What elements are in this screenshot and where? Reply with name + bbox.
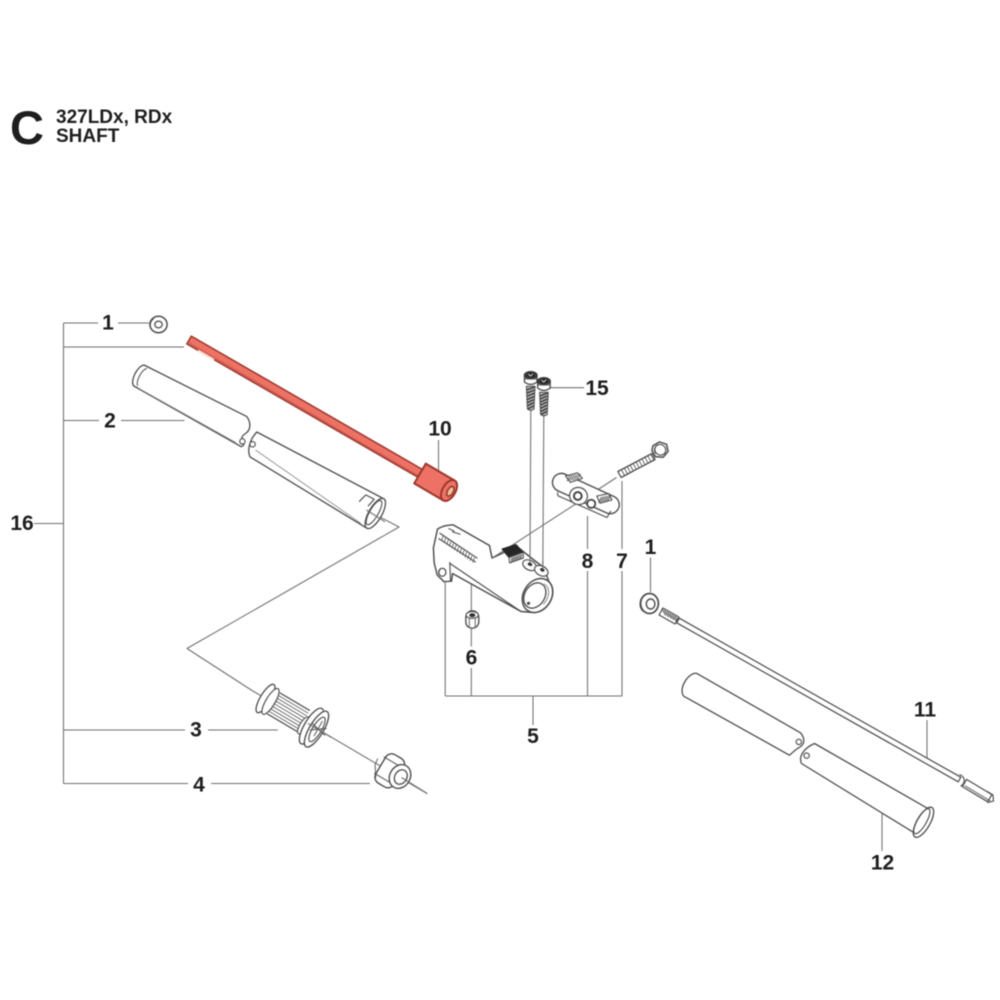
- svg-text:1: 1: [645, 536, 657, 559]
- svg-text:4: 4: [193, 774, 205, 797]
- svg-text:16: 16: [10, 512, 33, 535]
- svg-text:6: 6: [466, 647, 478, 670]
- svg-text:5: 5: [527, 725, 539, 748]
- svg-text:12: 12: [871, 852, 894, 875]
- svg-text:SHAFT: SHAFT: [56, 126, 120, 147]
- svg-text:1: 1: [102, 312, 114, 335]
- svg-text:15: 15: [585, 377, 609, 400]
- svg-text:3: 3: [190, 719, 202, 742]
- svg-text:10: 10: [428, 418, 451, 441]
- svg-text:11: 11: [914, 699, 937, 722]
- svg-text:2: 2: [104, 410, 116, 433]
- svg-text:327LDx, RDx: 327LDx, RDx: [56, 107, 173, 128]
- svg-text:7: 7: [616, 550, 628, 573]
- svg-text:8: 8: [582, 550, 594, 573]
- svg-text:C: C: [10, 101, 44, 154]
